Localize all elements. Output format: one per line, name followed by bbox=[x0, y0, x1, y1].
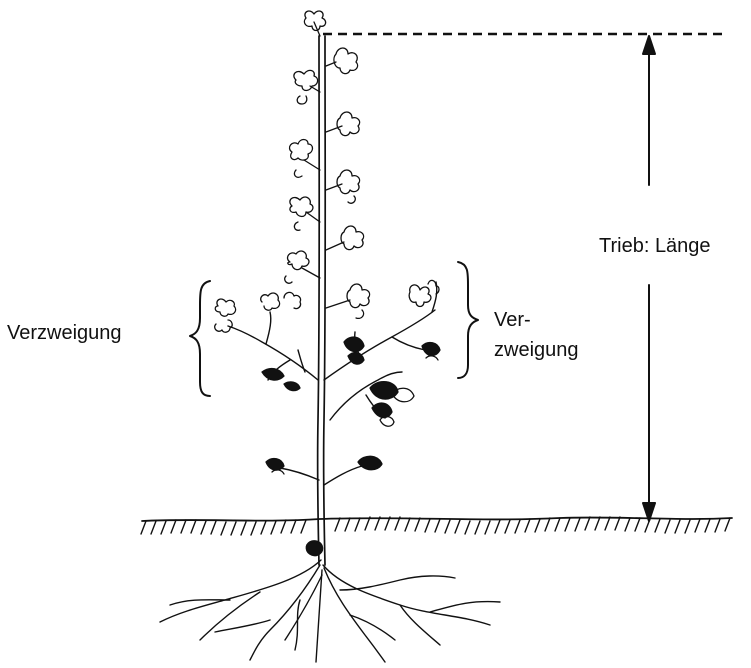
length-arrow bbox=[643, 36, 655, 521]
label-right-branching-line2: zweigung bbox=[494, 335, 579, 365]
label-right-branching: Ver- zweigung bbox=[494, 305, 579, 365]
main-stem bbox=[306, 36, 325, 565]
left-brace bbox=[190, 281, 210, 396]
label-right-branching-line1: Ver- bbox=[494, 305, 579, 335]
label-left-branching: Verzweigung bbox=[7, 320, 122, 346]
ground-line bbox=[141, 517, 732, 535]
root-system bbox=[160, 560, 500, 662]
right-branch bbox=[280, 282, 437, 485]
right-brace bbox=[458, 262, 478, 378]
label-shoot-length: Trieb: Länge bbox=[599, 231, 711, 261]
leaves bbox=[215, 11, 440, 474]
